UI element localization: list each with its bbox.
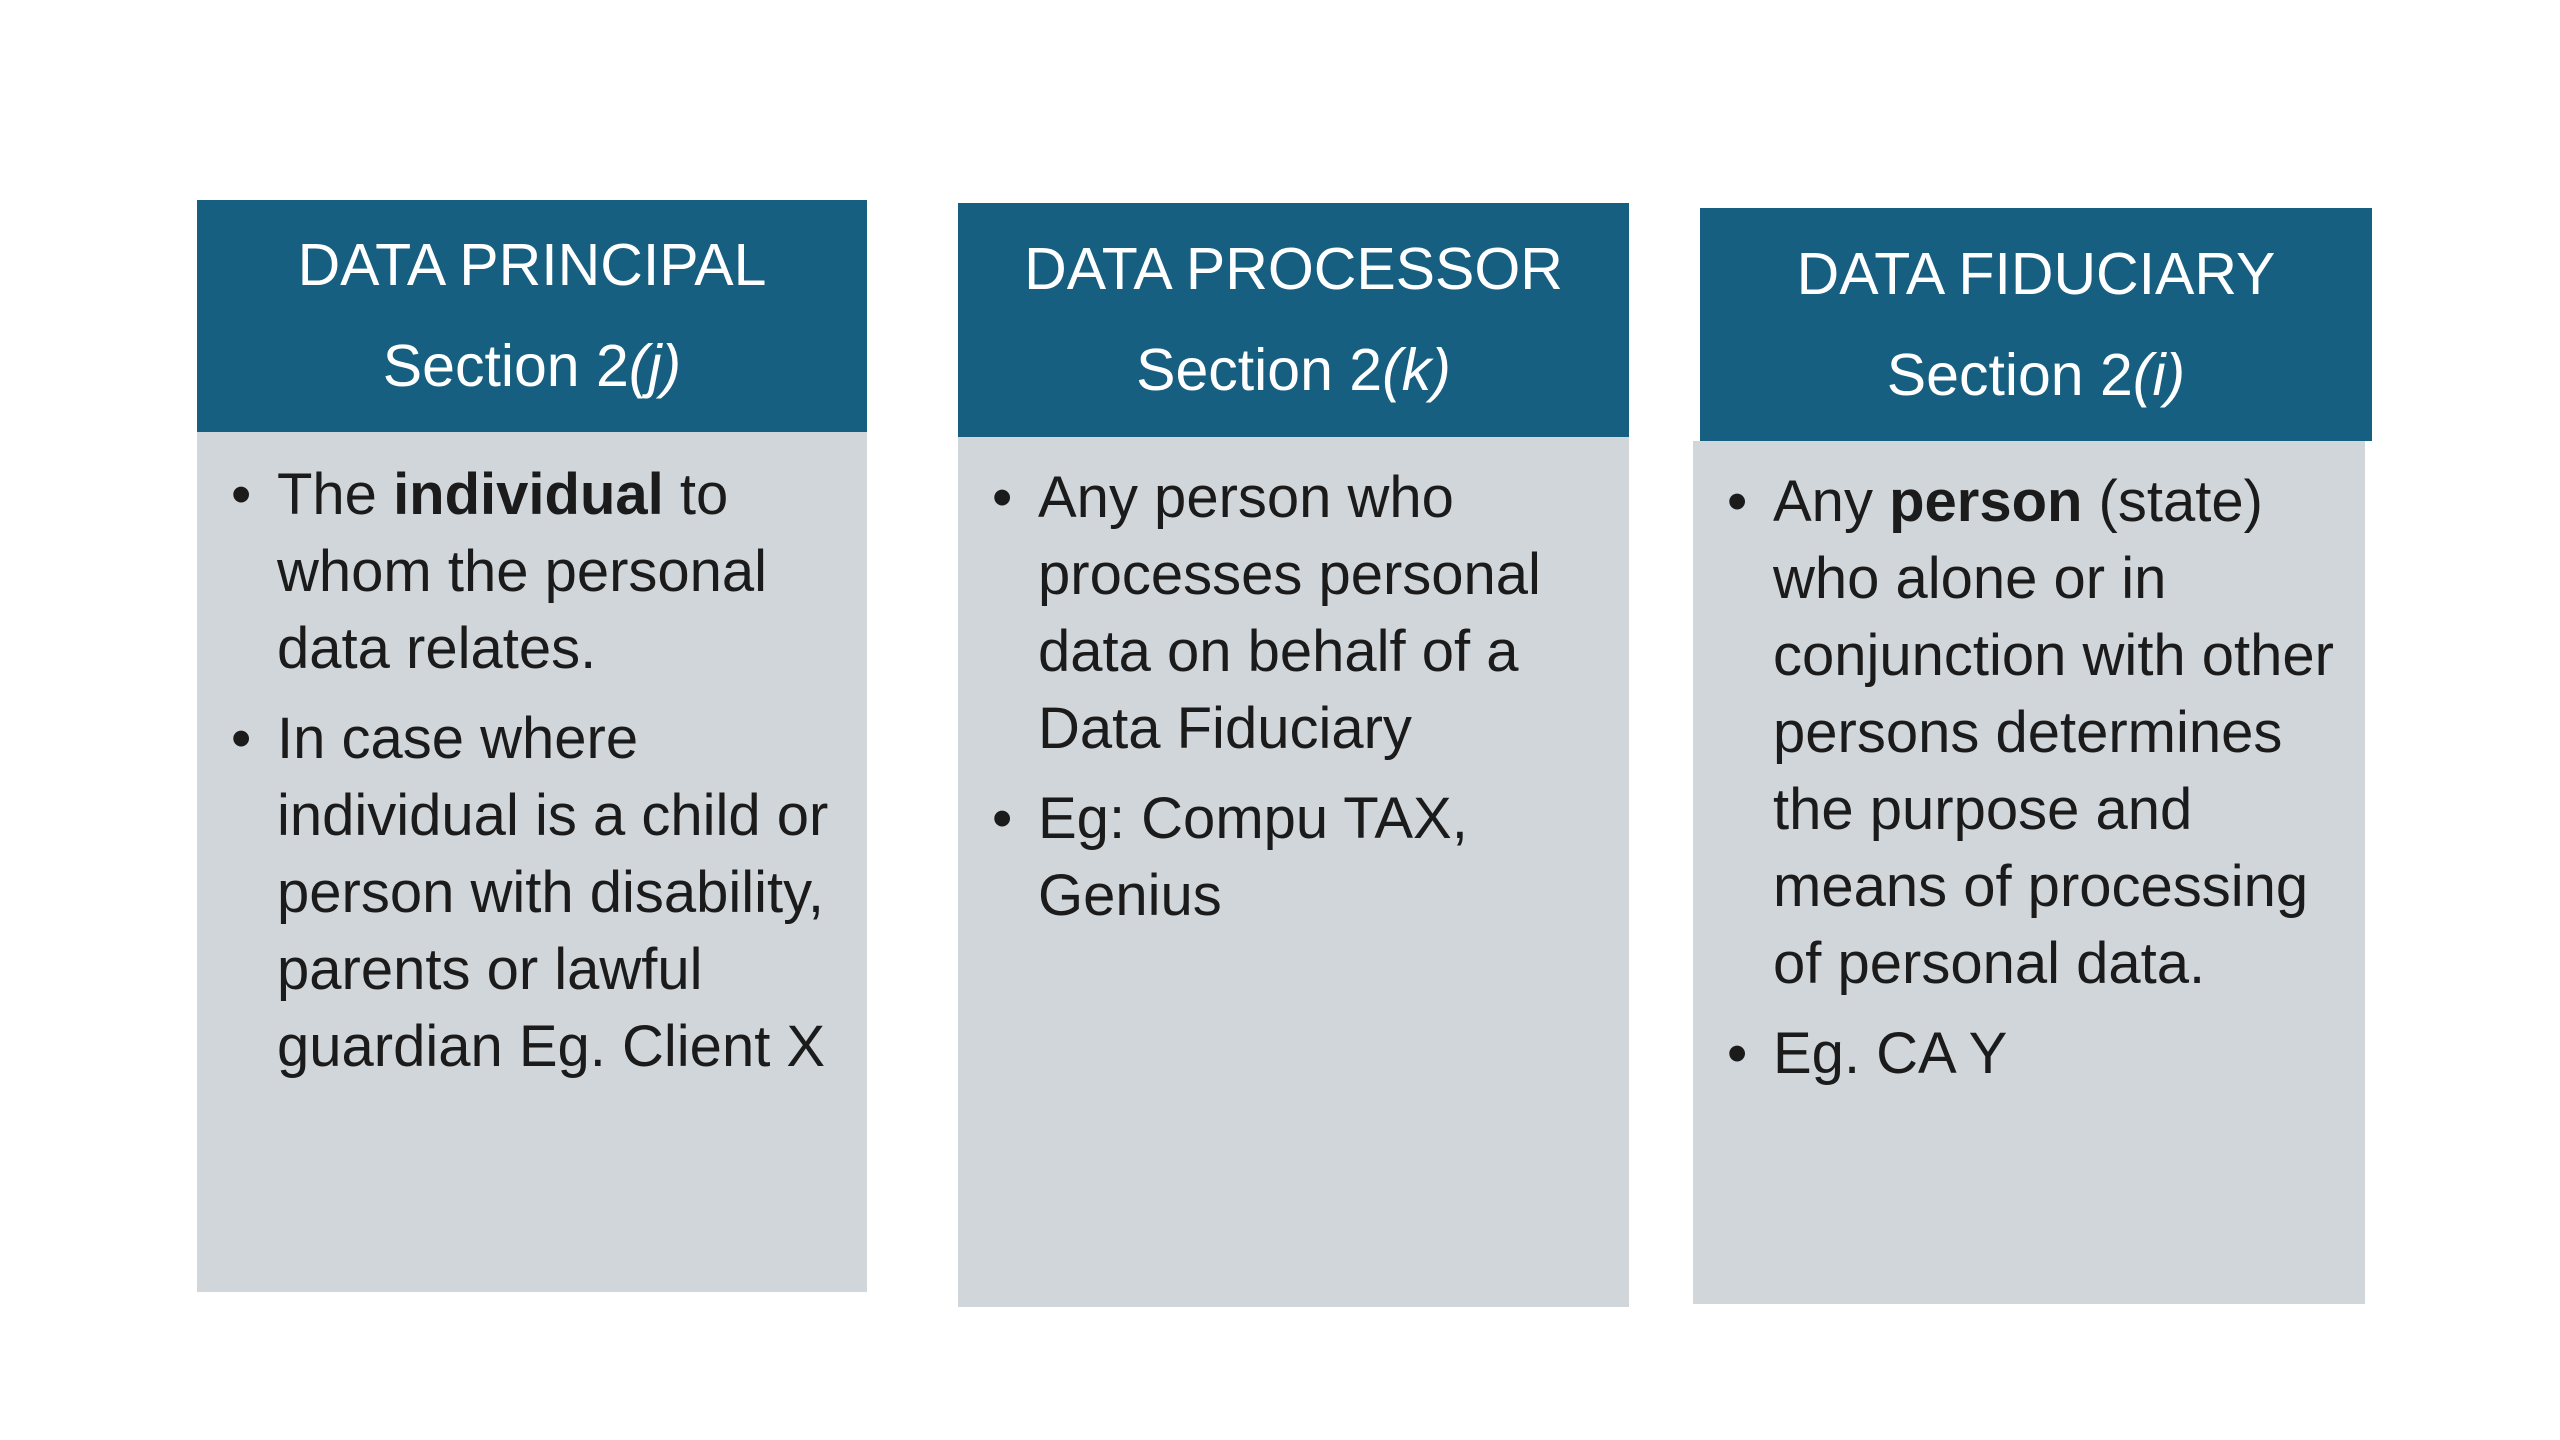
card-data-principal: DATA PRINCIPAL Section 2(j) •The individ… bbox=[197, 200, 867, 1300]
card-body: •Any person (state) who alone or in conj… bbox=[1693, 441, 2365, 1304]
card-header: DATA PRINCIPAL Section 2(j) bbox=[197, 200, 867, 432]
list-item: •Any person who processes personal data … bbox=[958, 459, 1629, 767]
card-title: DATA PROCESSOR bbox=[1024, 236, 1563, 302]
card-header: DATA PROCESSOR Section 2(k) bbox=[958, 203, 1629, 437]
card-body: •Any person who processes personal data … bbox=[958, 437, 1629, 1307]
bullet-icon: • bbox=[1727, 469, 1748, 534]
card-header: DATA FIDUCIARY Section 2(i) bbox=[1700, 208, 2372, 441]
list-item: •Eg: Compu TAX, Genius bbox=[958, 780, 1629, 934]
list-item: •In case where individual is a child or … bbox=[197, 700, 867, 1085]
card-section: Section 2(j) bbox=[382, 333, 682, 399]
bullet-icon: • bbox=[231, 462, 252, 527]
card-title: DATA FIDUCIARY bbox=[1796, 240, 2276, 307]
bullet-icon: • bbox=[992, 465, 1013, 530]
card-section: Section 2(i) bbox=[1886, 341, 2186, 408]
card-section: Section 2(k) bbox=[1136, 337, 1451, 403]
list-item: •The individual to whom the personal dat… bbox=[197, 456, 867, 687]
card-data-processor: DATA PROCESSOR Section 2(k) •Any person … bbox=[958, 203, 1629, 1313]
bullet-icon: • bbox=[992, 786, 1013, 851]
list-item: •Eg. CA Y bbox=[1693, 1015, 2365, 1092]
bullet-icon: • bbox=[1727, 1021, 1748, 1086]
card-data-fiduciary: DATA FIDUCIARY Section 2(i) •Any person … bbox=[1693, 208, 2372, 1310]
bullet-icon: • bbox=[231, 706, 252, 771]
list-item: •Any person (state) who alone or in conj… bbox=[1693, 463, 2365, 1002]
card-body: •The individual to whom the personal dat… bbox=[197, 432, 867, 1292]
card-title: DATA PRINCIPAL bbox=[297, 232, 767, 298]
